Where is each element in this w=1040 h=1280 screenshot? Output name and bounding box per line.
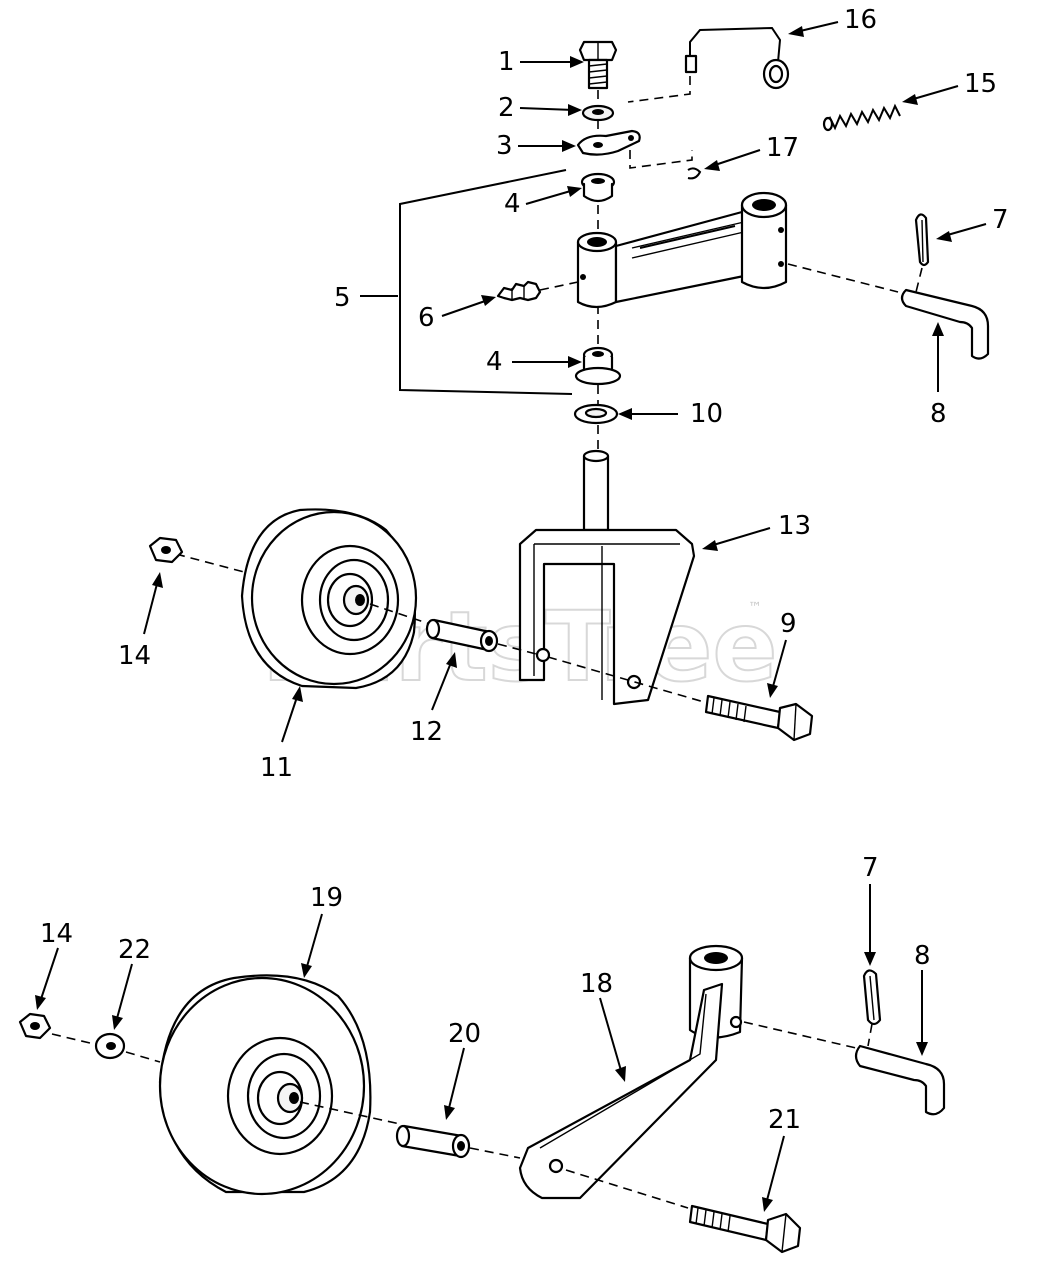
- cotter-pin-part-7-bottom: [862, 969, 882, 1026]
- watermark-trademark: ™: [748, 600, 762, 616]
- callout-8-top: 8: [930, 399, 947, 429]
- dash-6: [539, 281, 579, 291]
- arm-part-18: [518, 944, 744, 1200]
- rod-part-16: [684, 26, 790, 90]
- clip-part-17: [629, 150, 702, 180]
- cotter-pin-part-7-top: [914, 213, 930, 267]
- wheel-part-11: [240, 508, 418, 690]
- callout-14-top: 14: [118, 641, 151, 671]
- callout-10: 10: [690, 399, 723, 429]
- washer-part-22: [94, 1032, 126, 1060]
- l-pin-part-8-bottom: [854, 1044, 946, 1116]
- callout-22: 22: [118, 935, 151, 965]
- dash-12-fork: [497, 643, 541, 656]
- group-bracket-5: [399, 169, 573, 395]
- callout-19: 19: [310, 883, 343, 913]
- dash-7: [915, 267, 923, 293]
- callout-15: 15: [964, 69, 997, 99]
- dash-12-top: [369, 603, 431, 625]
- dash-21: [565, 1169, 689, 1209]
- dash-7-bottom: [867, 1023, 873, 1047]
- callout-1: 1: [498, 47, 515, 77]
- lock-washer-part-2: [581, 104, 615, 122]
- callout-13: 13: [778, 511, 811, 541]
- dash-16-to-3: [627, 76, 691, 103]
- callout-9: 9: [780, 609, 797, 639]
- callout-4-top: 4: [504, 189, 521, 219]
- spacer-part-20: [395, 1124, 471, 1159]
- callout-18: 18: [580, 969, 613, 999]
- dash-8-bottom: [743, 1021, 857, 1049]
- grease-fitting-part-6: [496, 280, 542, 302]
- dash-14-top: [175, 553, 245, 573]
- nut-part-14-top: [148, 536, 184, 564]
- fork-part-13: [518, 449, 696, 706]
- nut-part-14-bottom: [18, 1012, 52, 1040]
- washer-part-10: [573, 403, 619, 425]
- dash-14-bottom: [51, 1033, 95, 1045]
- callout-8-bottom: 8: [914, 941, 931, 971]
- callout-17: 17: [766, 133, 799, 163]
- callout-7-bottom: 7: [862, 853, 879, 883]
- callout-4-bottom: 4: [486, 347, 503, 377]
- callout-16: 16: [844, 5, 877, 35]
- callout-7-top: 7: [992, 205, 1009, 235]
- l-pin-part-8-top: [900, 288, 990, 360]
- callout-5: 5: [334, 283, 351, 313]
- callout-14-bottom: 14: [40, 919, 73, 949]
- bolt-part-21: [688, 1204, 802, 1254]
- dash-8: [787, 263, 899, 293]
- dash-20-arm: [469, 1147, 521, 1159]
- wheel-part-19: [158, 974, 372, 1196]
- plate-part-3: [576, 129, 641, 156]
- bushing-part-4-bottom: [574, 346, 622, 386]
- callout-2: 2: [498, 93, 515, 123]
- arm-assembly-part-5: [576, 191, 788, 309]
- callout-20: 20: [448, 1019, 481, 1049]
- callout-3: 3: [496, 131, 513, 161]
- callout-21: 21: [768, 1105, 801, 1135]
- bushing-part-4-top: [580, 172, 616, 203]
- callout-6: 6: [418, 303, 435, 333]
- callout-11: 11: [260, 753, 293, 783]
- dash-22: [125, 1051, 161, 1063]
- dash-20: [299, 1101, 401, 1125]
- leader-arrows: [35, 21, 987, 1212]
- callout-12: 12: [410, 717, 443, 747]
- bolt-part-1: [578, 40, 618, 90]
- bolt-part-9: [704, 694, 814, 742]
- dash-9: [547, 656, 705, 703]
- spring-part-15: [822, 103, 901, 132]
- spacer-part-12: [425, 618, 499, 653]
